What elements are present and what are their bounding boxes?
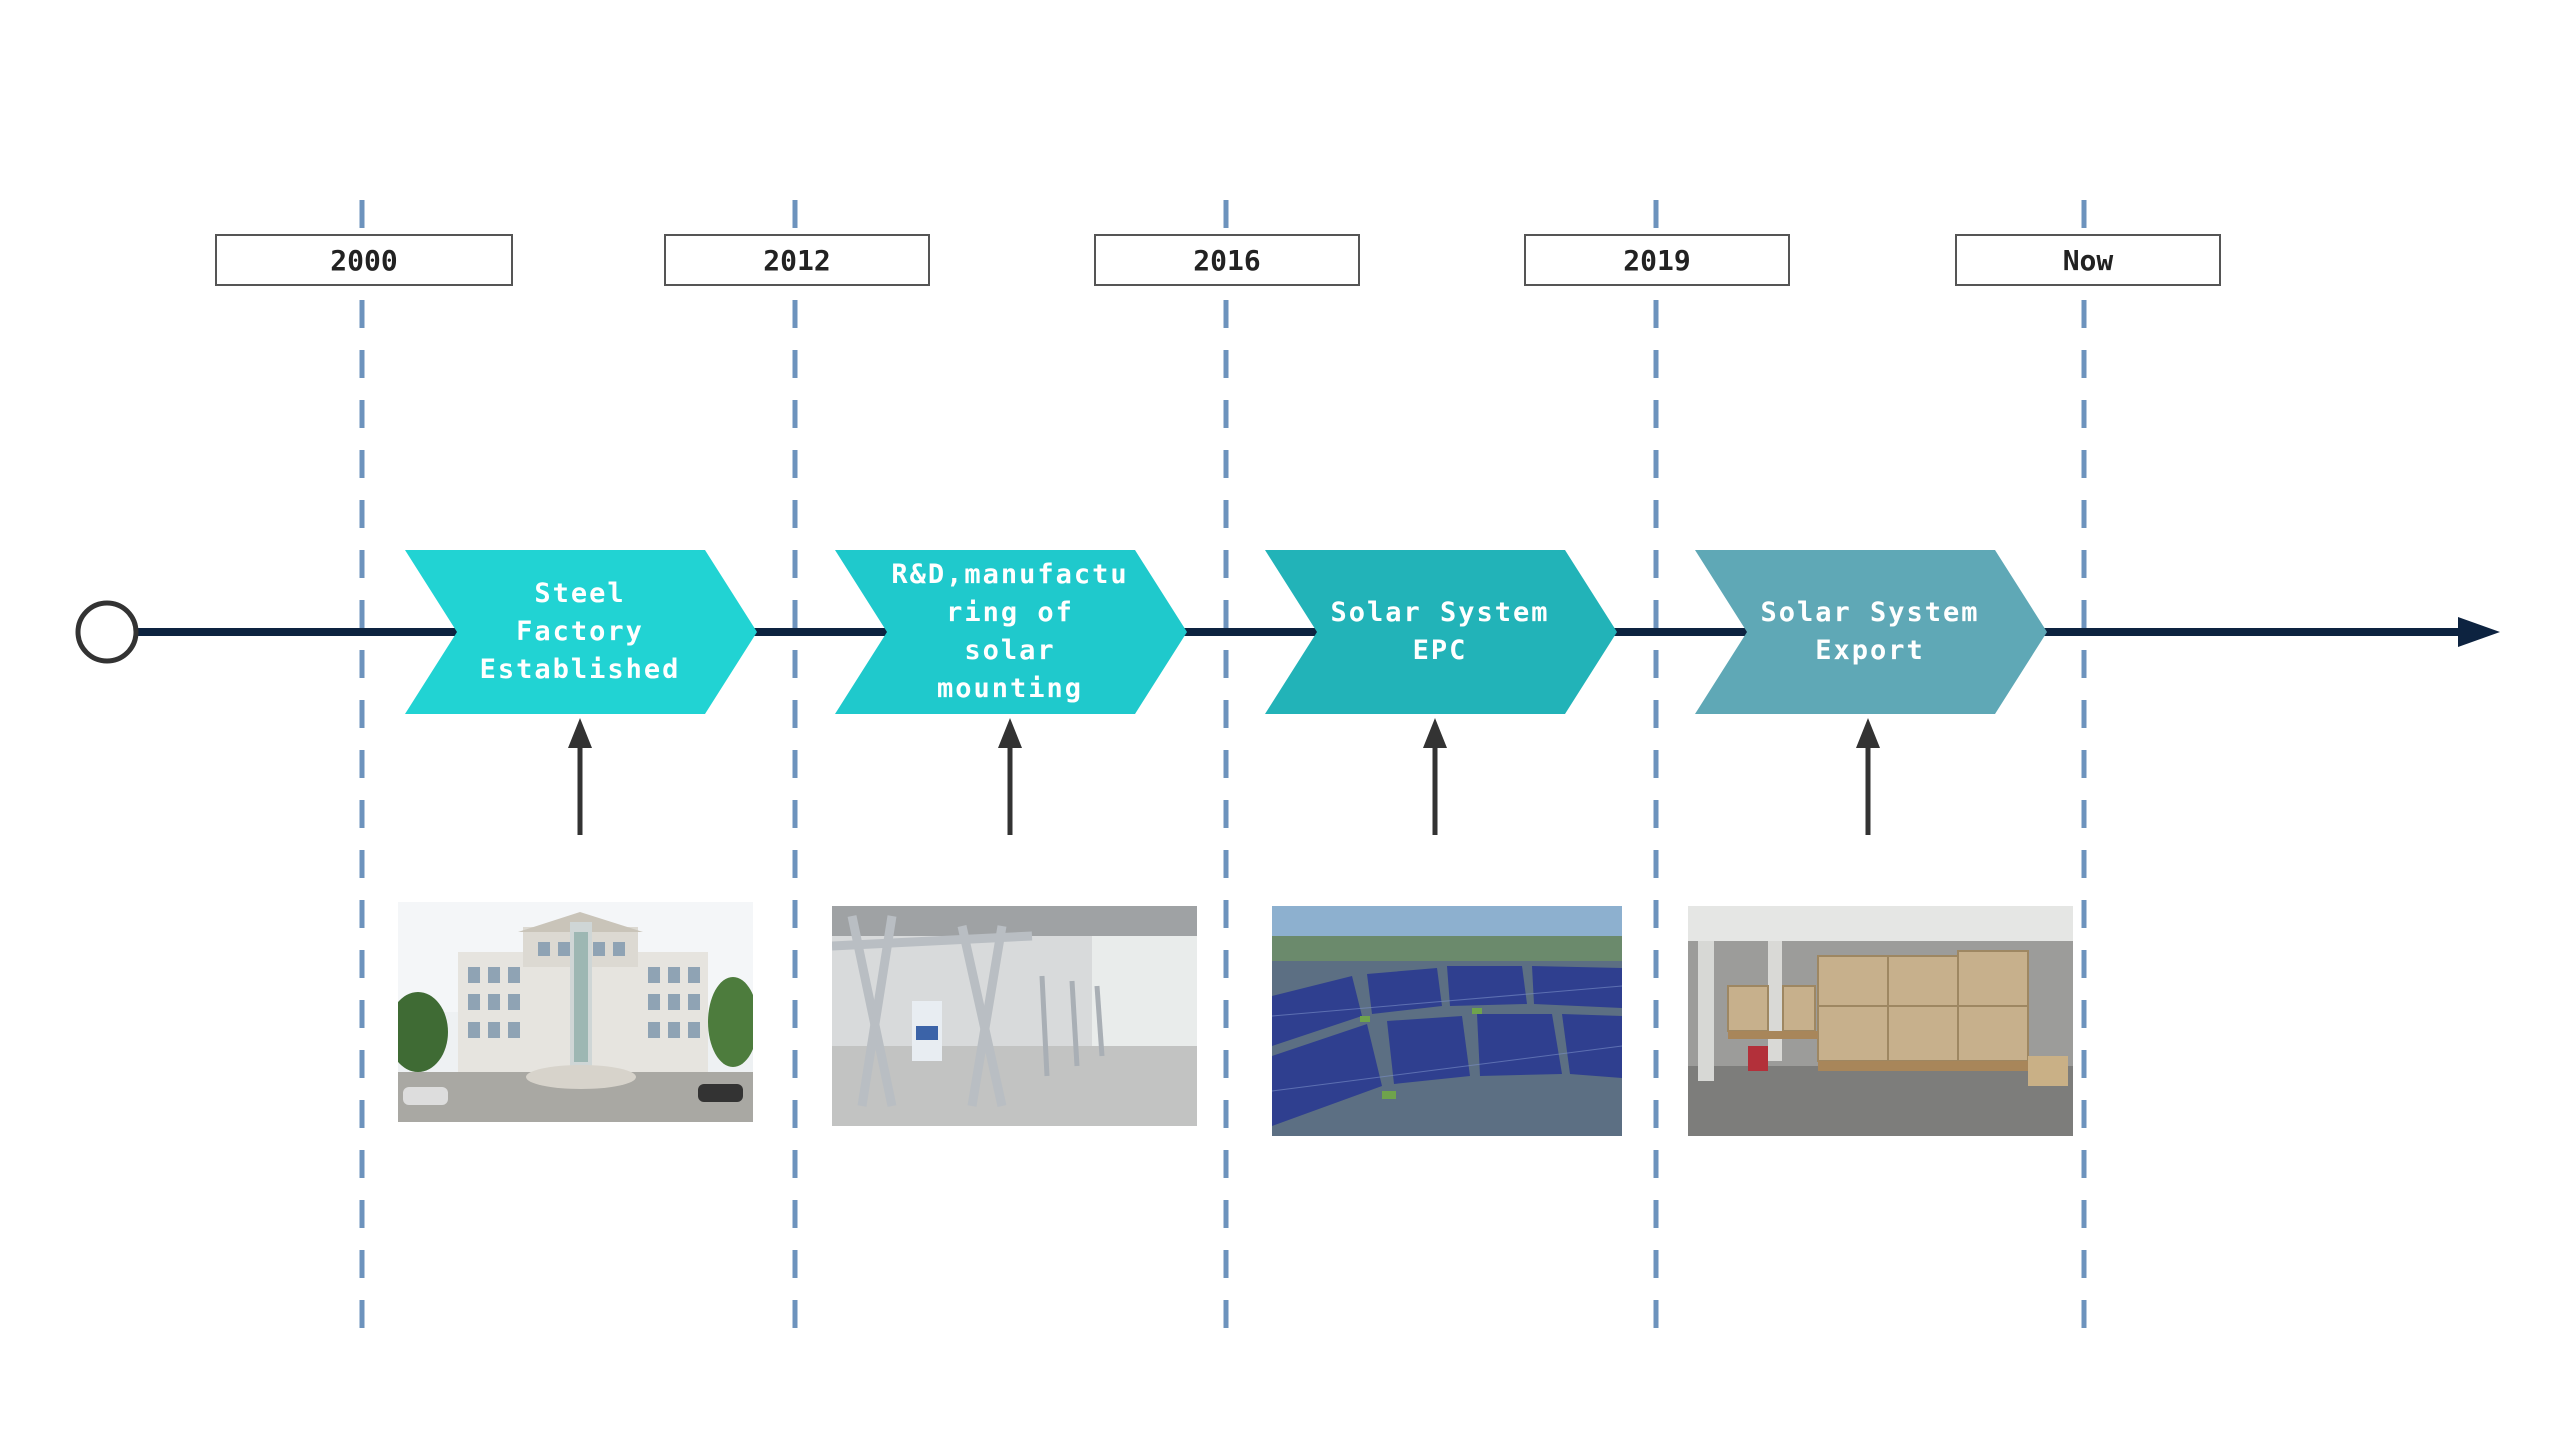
- office-building-photo: [398, 902, 753, 1122]
- year-label-2000: 2000: [215, 234, 513, 286]
- solar-panel-field-photo: [1272, 906, 1622, 1136]
- year-label-now: Now: [1955, 234, 2221, 286]
- stage-chevron-4: [1695, 550, 2047, 714]
- warehouse-photo: [1688, 906, 2073, 1136]
- stage-chevron-1: [405, 550, 757, 714]
- timeline-axis-arrowhead: [2458, 617, 2500, 647]
- stage-chevron-3: [1265, 550, 1617, 714]
- year-label-2019: 2019: [1524, 234, 1790, 286]
- year-label-2012: 2012: [664, 234, 930, 286]
- pointer-arrow-2: [998, 718, 1022, 835]
- pointer-arrow-3: [1423, 718, 1447, 835]
- pointer-arrow-4: [1856, 718, 1880, 835]
- stage-label-1: Steel Factory Established: [479, 578, 681, 685]
- stage-label-4: Solar System Export: [1760, 597, 1980, 666]
- timeline-start-circle: [75, 600, 139, 664]
- mounting-showroom-photo: [832, 906, 1197, 1126]
- stage-label-2: R&D,manufactu ring of solar mounting: [891, 559, 1129, 704]
- pointer-arrow-1: [568, 718, 592, 835]
- stage-label-3: Solar System EPC: [1330, 597, 1550, 666]
- year-label-2016: 2016: [1094, 234, 1360, 286]
- stage-chevron-2: [835, 550, 1187, 714]
